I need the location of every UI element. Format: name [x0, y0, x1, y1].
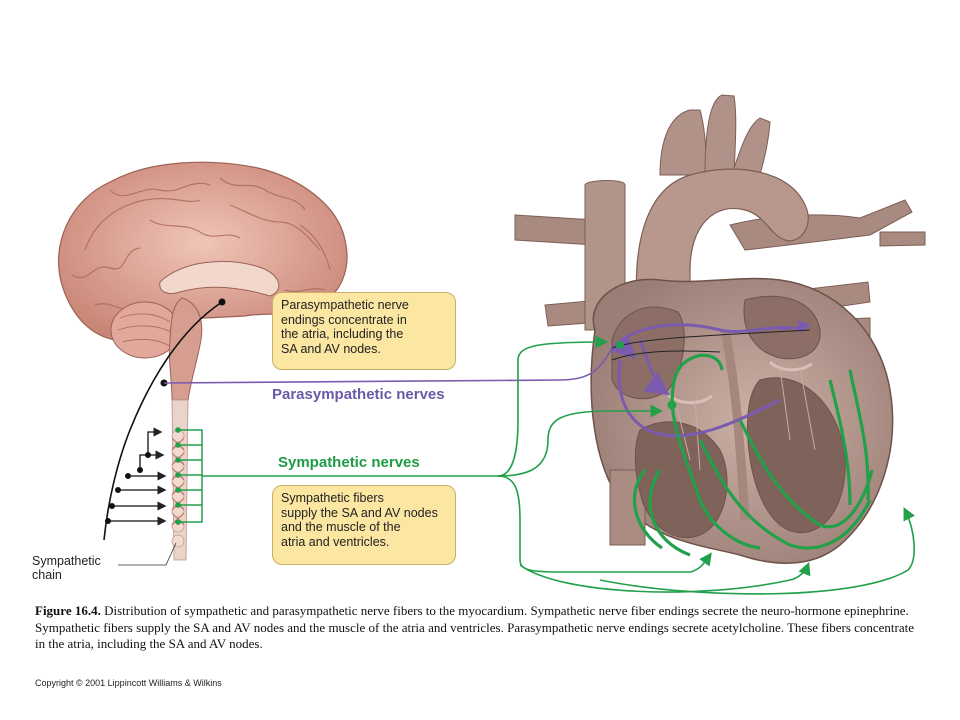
sympathetic-chain-label: Sympathetic chain	[32, 554, 122, 582]
brain-gyri	[71, 177, 331, 310]
chain-ganglia	[171, 429, 185, 548]
brachiocephalic-artery	[659, 109, 709, 176]
copyright-notice: Copyright © 2001 Lippincott Williams & W…	[35, 678, 222, 688]
preganglionic-fiber	[103, 301, 223, 541]
chain-label-line1: Sympathetic	[32, 554, 101, 568]
common-carotid-artery	[704, 94, 737, 181]
sympathetic-upper-branch	[497, 335, 609, 477]
pulmonary-vein-left	[514, 214, 596, 246]
parasympathetic-atrial-fiber	[610, 323, 806, 350]
figure-caption: Figure 16.4. Distribution of sympathetic…	[35, 603, 915, 653]
left-ventricle-chamber	[746, 377, 846, 534]
callout-line: and the muscle of the	[281, 520, 401, 534]
sympathetic-myocardial-fibers	[632, 353, 874, 557]
sympathetic-av-branch	[497, 404, 664, 477]
mitral-valve	[768, 360, 813, 372]
sympathetic-chain	[103, 301, 223, 566]
callout-line: supply the SA and AV nodes	[281, 505, 438, 520]
parasympathetic-main-line	[163, 347, 613, 384]
callout-line: Sympathetic fibers	[281, 491, 384, 505]
parasympathetic-sa-arrow	[610, 333, 637, 360]
chain-label-line2: chain	[32, 568, 62, 582]
corpus-callosum	[159, 260, 280, 297]
sympathetic-ventricle-branch	[519, 562, 811, 593]
figure-number: Figure 16.4.	[35, 603, 101, 618]
chordae-tendineae	[674, 367, 816, 471]
parasympathetic-lower-fiber	[617, 359, 781, 438]
callout-line: atria and ventricles.	[281, 534, 390, 549]
parasympathetic-nerves-label: Parasympathetic nerves	[272, 386, 445, 403]
parasympathetic-la-arrow	[779, 320, 812, 333]
av-node-dot	[667, 400, 677, 410]
chain-green-dots	[175, 427, 181, 525]
chain-branch-dots	[105, 452, 151, 524]
pulmonary-branch	[879, 231, 926, 247]
sympathetic-nerves-label: Sympathetic nerves	[278, 454, 420, 471]
caption-text: Distribution of sympathetic and parasymp…	[35, 603, 915, 651]
chain-branches	[108, 427, 167, 526]
cerebellum	[110, 301, 180, 359]
sympathetic-apex-branch	[599, 507, 916, 595]
sympathetic-callout: Sympathetic fibers supply the SA and AV …	[272, 485, 456, 565]
callout-line: the atria, including the	[281, 327, 404, 341]
callout-line: SA and AV nodes.	[281, 341, 381, 356]
callout-line: endings concentrate in	[281, 312, 407, 327]
parasympathetic-av-arrow	[638, 339, 670, 396]
parasympathetic-pathway	[163, 320, 812, 438]
chain-leader-line	[118, 542, 177, 566]
interventricular-septum	[720, 329, 750, 521]
callout-line: Parasympathetic nerve	[281, 298, 409, 312]
sa-node-dot	[616, 341, 624, 349]
sympathetic-pathway	[202, 335, 916, 595]
parasympathetic-callout: Parasympathetic nerve endings concentrat…	[272, 292, 456, 370]
